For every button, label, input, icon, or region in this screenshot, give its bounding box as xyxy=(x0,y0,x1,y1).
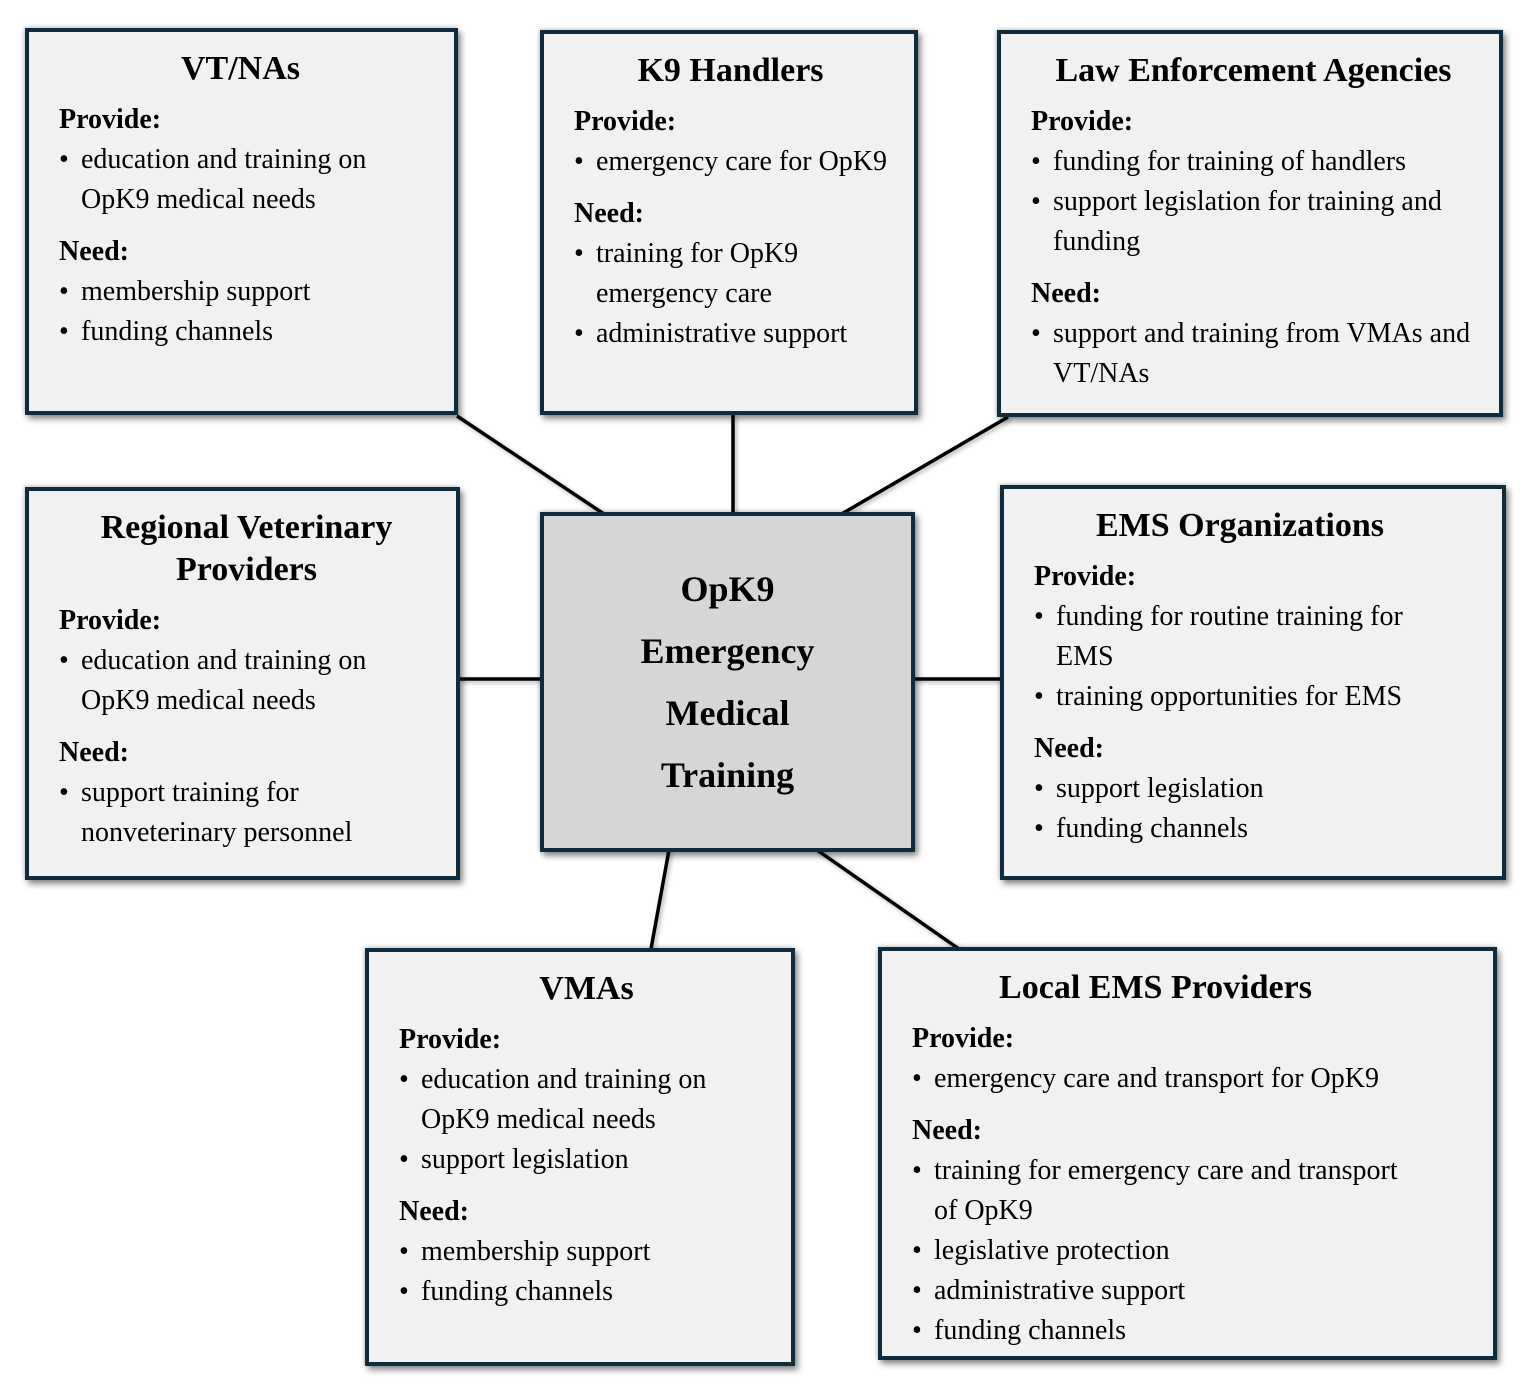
center-title-line: Emergency xyxy=(640,631,815,671)
box-title: EMS Organizations xyxy=(1095,507,1385,544)
need-item: membership support xyxy=(399,1232,774,1272)
need-section: Need: membership support funding channel… xyxy=(399,1192,774,1312)
need-item: administrative support xyxy=(912,1271,1399,1311)
provide-section: Provide: education and training on OpK9 … xyxy=(399,1020,774,1180)
provide-label: Provide: xyxy=(59,104,162,135)
need-section: Need: membership support funding channel… xyxy=(59,232,422,352)
need-section: Need: training for OpK9 emergency care a… xyxy=(574,194,887,354)
stakeholder-box-ems-organizations: EMS Organizations Provide: funding for r… xyxy=(1000,485,1506,880)
connector-vmas-center xyxy=(649,849,671,950)
need-section: Need: support and training from VMAs and… xyxy=(1031,274,1476,394)
provide-label: Provide: xyxy=(399,1024,502,1055)
need-label: Need: xyxy=(59,236,129,267)
center-title-line: OpK9 xyxy=(680,569,775,609)
provide-label: Provide: xyxy=(574,106,677,137)
box-title: Law Enforcement Agencies xyxy=(1055,52,1452,89)
need-label: Need: xyxy=(1031,278,1101,309)
center-title-line: Training xyxy=(660,755,795,795)
need-item: funding channels xyxy=(399,1272,774,1312)
need-label: Need: xyxy=(1034,733,1104,764)
provide-item: emergency care and transport for OpK9 xyxy=(912,1059,1399,1099)
need-item: legislative protection xyxy=(912,1231,1399,1271)
provide-label: Provide: xyxy=(1034,561,1137,592)
need-item: funding channels xyxy=(59,312,422,352)
center-node-opk9-emergency-medical-training: OpK9 Emergency Medical Training xyxy=(540,512,915,852)
provide-item: training opportunities for EMS xyxy=(1034,677,1446,717)
provide-item: education and training on OpK9 medical n… xyxy=(59,140,422,220)
provide-section: Provide: emergency care and transport fo… xyxy=(912,1019,1399,1099)
provide-section: Provide: emergency care for OpK9 xyxy=(574,102,887,182)
need-label: Need: xyxy=(912,1115,982,1146)
provide-section: Provide: funding for routine training fo… xyxy=(1034,557,1446,717)
box-title: Regional Veterinary Providers xyxy=(100,509,393,588)
need-item: support legislation xyxy=(1034,769,1446,809)
connector-vtnas-center xyxy=(456,414,623,528)
center-title-line: Medical xyxy=(665,693,790,733)
provide-section: Provide: funding for training of handler… xyxy=(1031,102,1476,262)
need-item: training for emergency care and transpor… xyxy=(912,1151,1399,1231)
provide-section: Provide: education and training on OpK9 … xyxy=(59,601,434,721)
need-item: training for OpK9 emergency care xyxy=(574,234,887,314)
stakeholder-box-k9-handlers: K9 Handlers Provide: emergency care for … xyxy=(540,30,918,415)
need-item: funding channels xyxy=(912,1311,1399,1351)
provide-item: support legislation for training and fun… xyxy=(1031,182,1476,262)
box-title: Local EMS Providers xyxy=(999,969,1312,1006)
provide-item: education and training on OpK9 medical n… xyxy=(59,641,434,721)
need-section: Need: training for emergency care and tr… xyxy=(912,1111,1399,1351)
provide-item: education and training on OpK9 medical n… xyxy=(399,1060,774,1140)
stakeholder-box-vmas: VMAs Provide: education and training on … xyxy=(365,948,795,1366)
provide-label: Provide: xyxy=(1031,106,1134,137)
box-title: VT/NAs xyxy=(180,50,301,87)
need-item: administrative support xyxy=(574,314,887,354)
need-item: funding channels xyxy=(1034,809,1446,849)
need-item: membership support xyxy=(59,272,422,312)
provide-item: funding for training of handlers xyxy=(1031,142,1476,182)
provide-item: support legislation xyxy=(399,1140,774,1180)
need-item: support training for nonveterinary perso… xyxy=(59,773,434,853)
provide-label: Provide: xyxy=(912,1023,1015,1054)
box-title: K9 Handlers xyxy=(637,52,824,89)
stakeholder-box-local-ems-providers: Local EMS Providers Provide: emergency c… xyxy=(878,947,1497,1360)
need-section: Need: support legislation funding channe… xyxy=(1034,729,1446,849)
connector-localems-center xyxy=(815,848,961,951)
connector-law-center xyxy=(820,415,1009,528)
need-item: support and training from VMAs and VT/NA… xyxy=(1031,314,1476,394)
stakeholder-box-regional-veterinary: Regional Veterinary Providers Provide: e… xyxy=(25,487,460,880)
need-section: Need: support training for nonveterinary… xyxy=(59,733,434,853)
need-label: Need: xyxy=(59,737,129,768)
box-title: VMAs xyxy=(539,970,634,1007)
stakeholder-box-vtnas: VT/NAs Provide: education and training o… xyxy=(25,28,458,415)
provide-item: emergency care for OpK9 xyxy=(574,142,887,182)
provide-section: Provide: education and training on OpK9 … xyxy=(59,100,422,220)
stakeholder-box-law-enforcement: Law Enforcement Agencies Provide: fundin… xyxy=(997,30,1503,417)
need-label: Need: xyxy=(399,1196,469,1227)
provide-label: Provide: xyxy=(59,605,162,636)
provide-item: funding for routine training for EMS xyxy=(1034,597,1446,677)
need-label: Need: xyxy=(574,198,644,229)
